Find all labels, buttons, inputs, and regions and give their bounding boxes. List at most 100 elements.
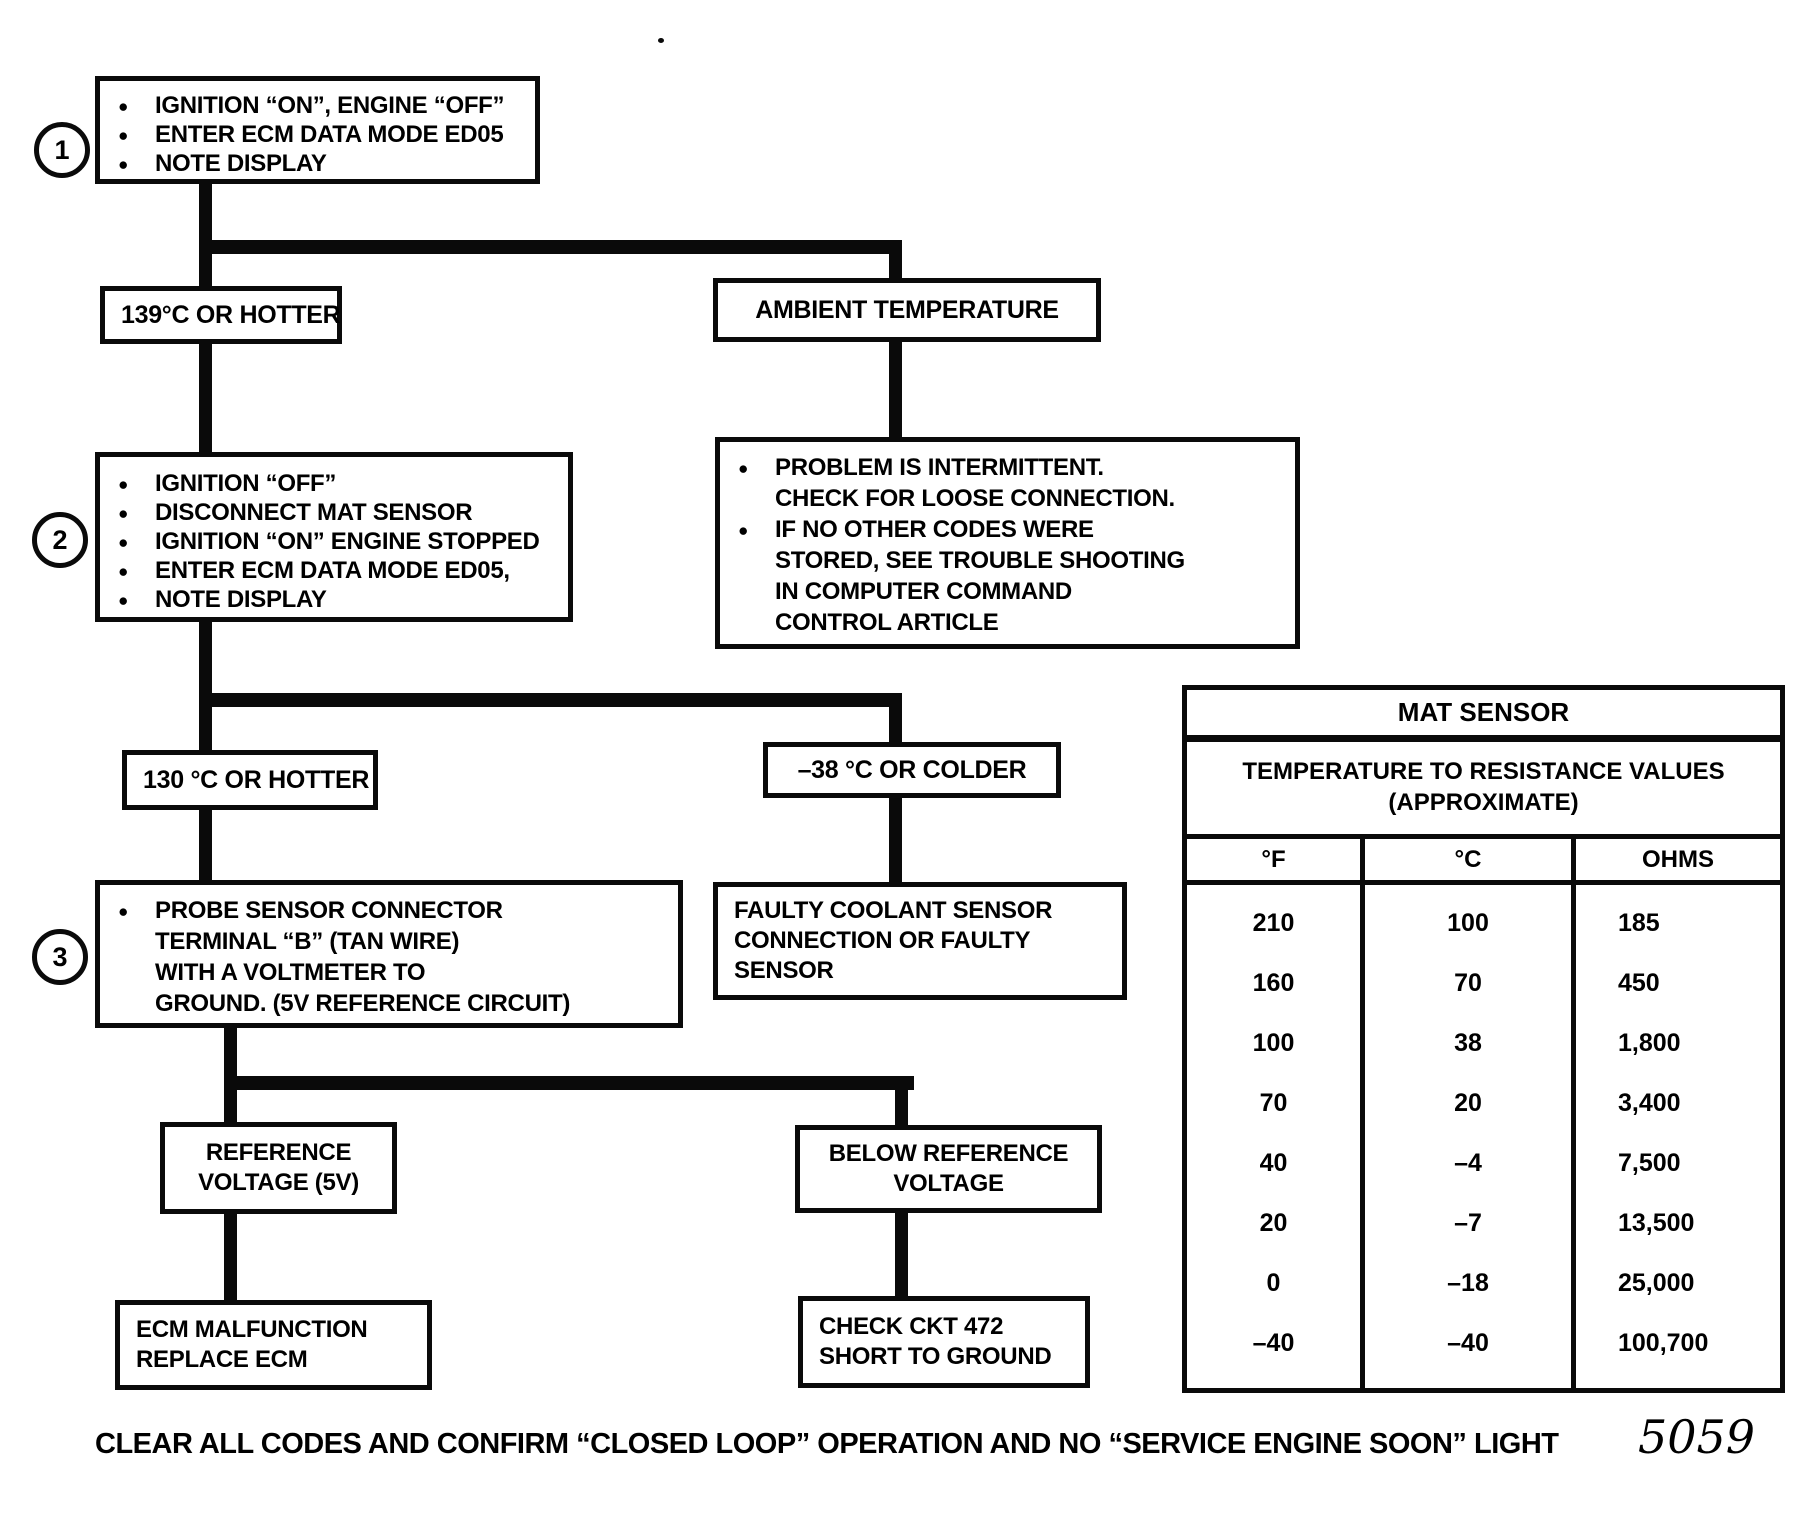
branch-130c-or-hotter-box: 130 °C OR HOTTER <box>122 750 378 810</box>
table-cell: 0 <box>1266 1269 1281 1298</box>
below-reference-line: BELOW REFERENCE <box>828 1140 1069 1167</box>
intermittent-text: CHECK FOR LOOSE CONNECTION. <box>775 485 1175 512</box>
below-reference-voltage-box: BELOW REFERENCE VOLTAGE <box>795 1125 1102 1213</box>
intermittent-text: IN COMPUTER COMMAND <box>775 578 1072 605</box>
connector-line <box>889 794 902 886</box>
check-ckt-472-box: CHECK CKT 472 SHORT TO GROUND <box>798 1296 1090 1388</box>
faulty-sensor-line: CONNECTION OR FAULTY <box>734 927 1031 954</box>
intermittent-text: STORED, SEE TROUBLE SHOOTING <box>775 547 1185 574</box>
branch-label: 130 °C OR HOTTER <box>143 765 370 794</box>
table-cell: 185 <box>1618 908 1660 937</box>
step-number-label: 1 <box>54 134 70 165</box>
table-cell: 25,000 <box>1618 1269 1695 1298</box>
step1-box: IGNITION “ON”, ENGINE “OFF” ENTER ECM DA… <box>95 76 540 184</box>
intermittent-bullet: PROBLEM IS INTERMITTENT. <box>720 452 1295 484</box>
step3-text: TERMINAL “B” (TAN WIRE) <box>155 928 460 955</box>
connector-line <box>224 1210 237 1304</box>
connector-line <box>199 693 212 756</box>
step2-box: IGNITION “OFF” DISCONNECT MAT SENSOR IGN… <box>95 452 573 622</box>
connector-line <box>199 182 212 292</box>
connector-line <box>889 338 902 441</box>
table-cell: 70 <box>1454 968 1482 997</box>
step2-bullet: DISCONNECT MAT SENSOR <box>100 498 568 528</box>
faulty-sensor-line: FAULTY COOLANT SENSOR <box>734 897 1053 924</box>
step3-text: WITH A VOLTMETER TO <box>155 959 426 986</box>
table-cell: 40 <box>1259 1149 1288 1178</box>
step-number-circle-2: 2 <box>32 512 88 568</box>
table-cell: 38 <box>1454 1028 1482 1057</box>
intermittent-text: CONTROL ARTICLE <box>775 609 999 636</box>
step-number-circle-3: 3 <box>32 929 88 985</box>
table-body: 210 160 100 70 40 20 0 –40 100 70 38 20 … <box>1187 885 1780 1388</box>
branch-ambient-temperature-box: AMBIENT TEMPERATURE <box>713 278 1101 342</box>
step1-bullet: IGNITION “ON”, ENGINE “OFF” <box>100 91 535 121</box>
table-column-c: 100 70 38 20 –4 –7 –18 –40 <box>1365 885 1576 1388</box>
footer-note: CLEAR ALL CODES AND CONFIRM “CLOSED LOOP… <box>95 1428 1559 1460</box>
ecm-malfunction-line: ECM MALFUNCTION <box>136 1316 368 1343</box>
table-cell: –40 <box>1447 1329 1489 1358</box>
below-reference-line: VOLTAGE <box>893 1170 1004 1197</box>
connector-line <box>199 693 902 707</box>
table-cell: 20 <box>1259 1209 1288 1238</box>
table-cell: 13,500 <box>1618 1209 1695 1238</box>
connector-line <box>895 1076 908 1129</box>
step3-text: GROUND. (5V REFERENCE CIRCUIT) <box>155 990 571 1017</box>
step-number-circle-1: 1 <box>34 122 90 178</box>
branch-label: 139°C OR HOTTER <box>121 300 341 329</box>
step1-bullet: ENTER ECM DATA MODE ED05 <box>100 120 535 150</box>
table-subtitle-line: (APPROXIMATE) <box>1388 789 1579 816</box>
faulty-coolant-sensor-box: FAULTY COOLANT SENSOR CONNECTION OR FAUL… <box>713 882 1127 1000</box>
table-cell: 100 <box>1252 1028 1295 1057</box>
connector-line <box>199 340 212 456</box>
table-cell: 7,500 <box>1618 1149 1681 1178</box>
connector-line <box>889 240 902 285</box>
table-column-ohms: 185 450 1,800 3,400 7,500 13,500 25,000 … <box>1576 885 1780 1388</box>
table-cell: –7 <box>1454 1209 1482 1238</box>
ecm-malfunction-line: REPLACE ECM <box>136 1346 308 1373</box>
reference-voltage-line: VOLTAGE (5V) <box>198 1169 359 1196</box>
check-ckt-line: SHORT TO GROUND <box>819 1343 1052 1370</box>
step1-bullet: NOTE DISPLAY <box>100 149 535 179</box>
table-cell: 450 <box>1618 968 1660 997</box>
connector-line <box>224 1024 237 1080</box>
connector-line <box>889 693 902 748</box>
table-column-f: 210 160 100 70 40 20 0 –40 <box>1187 885 1365 1388</box>
faulty-sensor-line: SENSOR <box>734 957 834 984</box>
table-cell: –40 <box>1252 1329 1295 1358</box>
column-header-ohms: OHMS <box>1642 845 1714 873</box>
connector-line <box>224 1076 237 1126</box>
table-header-row: °F °C OHMS <box>1187 839 1780 885</box>
reference-voltage-box: REFERENCE VOLTAGE (5V) <box>160 1122 397 1214</box>
table-cell: 100 <box>1447 908 1489 937</box>
connector-line <box>199 618 212 706</box>
step2-bullet: NOTE DISPLAY <box>100 585 568 615</box>
table-cell: –18 <box>1447 1269 1489 1298</box>
table-subtitle-line: TEMPERATURE TO RESISTANCE VALUES <box>1242 758 1725 785</box>
table-cell: 1,800 <box>1618 1028 1681 1057</box>
branch-label: –38 °C OR COLDER <box>797 755 1027 784</box>
figure-number: 5059 <box>1638 1410 1756 1464</box>
table-cell: 100,700 <box>1618 1329 1709 1358</box>
table-cell: 210 <box>1252 908 1295 937</box>
step2-bullet: IGNITION “ON” ENGINE STOPPED <box>100 527 568 557</box>
table-title: MAT SENSOR <box>1187 690 1780 742</box>
branch-label: AMBIENT TEMPERATURE <box>755 295 1059 324</box>
table-cell: 160 <box>1252 968 1295 997</box>
step2-bullet: ENTER ECM DATA MODE ED05, <box>100 556 568 586</box>
table-cell: –4 <box>1454 1149 1482 1178</box>
step-number-label: 3 <box>52 941 68 972</box>
connector-line <box>895 1209 908 1300</box>
step2-bullet: IGNITION “OFF” <box>100 469 568 499</box>
table-cell: 70 <box>1259 1088 1288 1117</box>
connector-line <box>224 1076 914 1090</box>
reference-voltage-line: REFERENCE <box>205 1139 352 1166</box>
table-cell: 20 <box>1454 1088 1482 1117</box>
check-ckt-line: CHECK CKT 472 <box>819 1313 1004 1340</box>
column-header-c: °C <box>1365 839 1576 880</box>
intermittent-bullet: IF NO OTHER CODES WERE <box>720 514 1295 546</box>
mat-sensor-table: MAT SENSOR TEMPERATURE TO RESISTANCE VAL… <box>1182 685 1785 1393</box>
step3-box: PROBE SENSOR CONNECTOR TERMINAL “B” (TAN… <box>95 880 683 1028</box>
connector-line <box>199 806 212 884</box>
column-header-f: °F <box>1187 839 1365 880</box>
